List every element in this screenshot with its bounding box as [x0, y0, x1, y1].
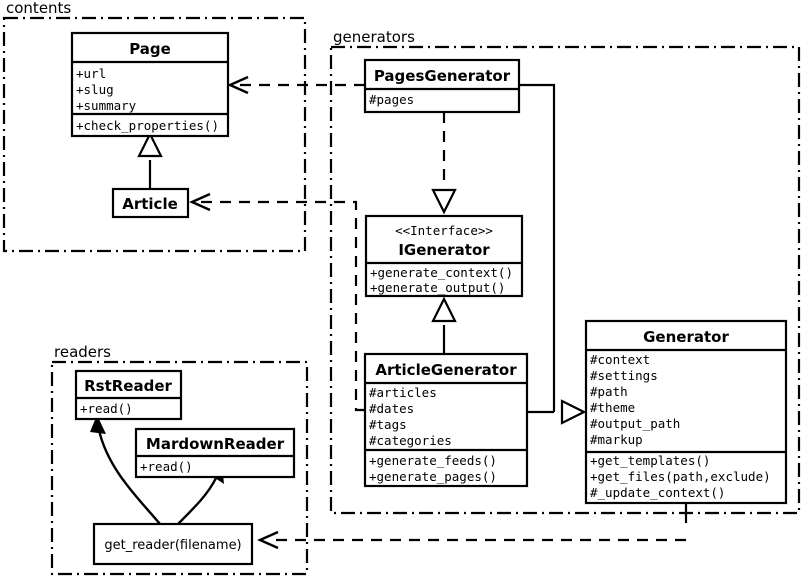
package-generators-label: generators: [333, 28, 415, 46]
class-article-generator-attribute: #dates: [369, 401, 414, 416]
hollow-triangle-arrowhead: [560, 399, 587, 425]
open-arrowhead: [227, 75, 249, 95]
relationship-article-inherits-page: [137, 131, 163, 190]
class-pages-generator-name: PagesGenerator: [374, 67, 511, 85]
hollow-triangle-arrowhead: [137, 131, 163, 158]
class-pages-generator-attribute: #pages: [369, 92, 414, 107]
package-contents-label: contents: [6, 0, 71, 17]
package-generators-border: [329, 45, 801, 515]
relationship-generator-depends-get-reader: [257, 530, 686, 550]
solid-arrowhead: [90, 415, 106, 434]
class-page-frame: [70, 31, 230, 138]
class-page-attribute: +summary: [76, 98, 137, 113]
relationship-articlegenerator-depends-article: [189, 192, 365, 412]
function-get-reader-frame: [92, 522, 254, 566]
association-curve: [97, 429, 161, 525]
relationship-generators-inherit-generator: [519, 83, 587, 425]
relationship-pagesgenerator-depends-page: [227, 75, 365, 95]
class-igenerator[interactable]: <<Interface>> IGenerator +generate_conte…: [364, 214, 524, 298]
class-article-generator-name: ArticleGenerator: [375, 361, 517, 379]
class-page-attribute: +url: [76, 66, 106, 81]
class-mardown-reader-frame: [134, 427, 296, 479]
open-arrowhead: [257, 530, 279, 550]
function-get-reader-label: get_reader(filename): [104, 538, 241, 553]
class-rst-reader-method: +read(): [80, 401, 133, 416]
function-get-reader[interactable]: get_reader(filename): [92, 522, 254, 566]
relationship-get-reader-creates-rstreader: [90, 415, 161, 525]
class-generator-method: +get_templates(): [590, 453, 710, 468]
class-article-name: Article: [122, 195, 178, 213]
class-generator-method: #_update_context(): [590, 485, 725, 500]
class-generator[interactable]: Generator #context #settings #path #them…: [584, 319, 788, 505]
package-readers: readers: [50, 343, 309, 576]
class-igenerator-name: IGenerator: [398, 241, 490, 259]
class-generator-attribute: #output_path: [590, 416, 680, 431]
hollow-triangle-arrowhead: [431, 296, 457, 323]
class-pages-generator[interactable]: PagesGenerator #pages: [363, 58, 521, 114]
package-contents-border: [2, 16, 307, 253]
class-rst-reader-frame: [74, 369, 183, 421]
class-generator-frame: [584, 319, 788, 505]
class-article[interactable]: Article: [111, 187, 190, 219]
class-generator-attribute: #settings: [590, 368, 658, 383]
class-generator-attribute: #markup: [590, 432, 643, 447]
class-article-generator-attribute: #articles: [369, 385, 437, 400]
class-mardown-reader-method: +read(): [140, 459, 193, 474]
generalization-line-pagesgenerator: [519, 83, 556, 412]
class-generator-attribute: #theme: [590, 400, 635, 415]
class-article-generator-attribute: #categories: [369, 433, 452, 448]
class-generator-name: Generator: [643, 328, 729, 346]
class-generator-method: +get_files(path,exclude): [590, 469, 771, 484]
relationship-pagesgenerator-realizes-igenerator: [431, 112, 457, 215]
class-page-method: +check_properties(): [76, 118, 219, 133]
class-igenerator-method: +generate_context(): [370, 265, 513, 280]
class-page[interactable]: Page +url +slug +summary +check_properti…: [70, 31, 230, 138]
class-pages-generator-frame: [363, 58, 521, 114]
class-page-attribute: +slug: [76, 82, 114, 97]
class-article-frame: [111, 187, 190, 219]
class-article-generator-frame: [363, 352, 529, 488]
class-generator-attribute: #path: [590, 384, 628, 399]
package-generators: generators: [329, 28, 801, 515]
class-rst-reader-name: RstReader: [84, 377, 172, 395]
class-generator-attribute: #context: [590, 352, 650, 367]
class-mardown-reader-name: MardownReader: [146, 435, 285, 453]
class-page-name: Page: [129, 40, 171, 58]
class-igenerator-stereotype: <<Interface>>: [395, 223, 493, 238]
class-article-generator-attribute: #tags: [369, 417, 407, 432]
class-article-generator-method: +generate_pages(): [369, 469, 497, 484]
class-article-generator[interactable]: ArticleGenerator #articles #dates #tags …: [363, 352, 529, 488]
class-igenerator-method: +generate_output(): [370, 280, 505, 295]
class-igenerator-frame: [364, 214, 524, 298]
class-rst-reader[interactable]: RstReader +read(): [74, 369, 183, 421]
class-mardown-reader[interactable]: MardownReader +read(): [134, 427, 296, 479]
class-article-generator-method: +generate_feeds(): [369, 453, 497, 468]
open-arrowhead: [189, 192, 211, 212]
dependency-line: [200, 200, 365, 412]
association-curve: [177, 477, 218, 525]
package-readers-label: readers: [54, 343, 111, 361]
relationship-articlegenerator-inherits-igenerator: [431, 296, 457, 354]
hollow-triangle-arrowhead: [431, 188, 457, 215]
package-readers-border: [50, 360, 309, 576]
package-contents: contents: [2, 0, 307, 253]
